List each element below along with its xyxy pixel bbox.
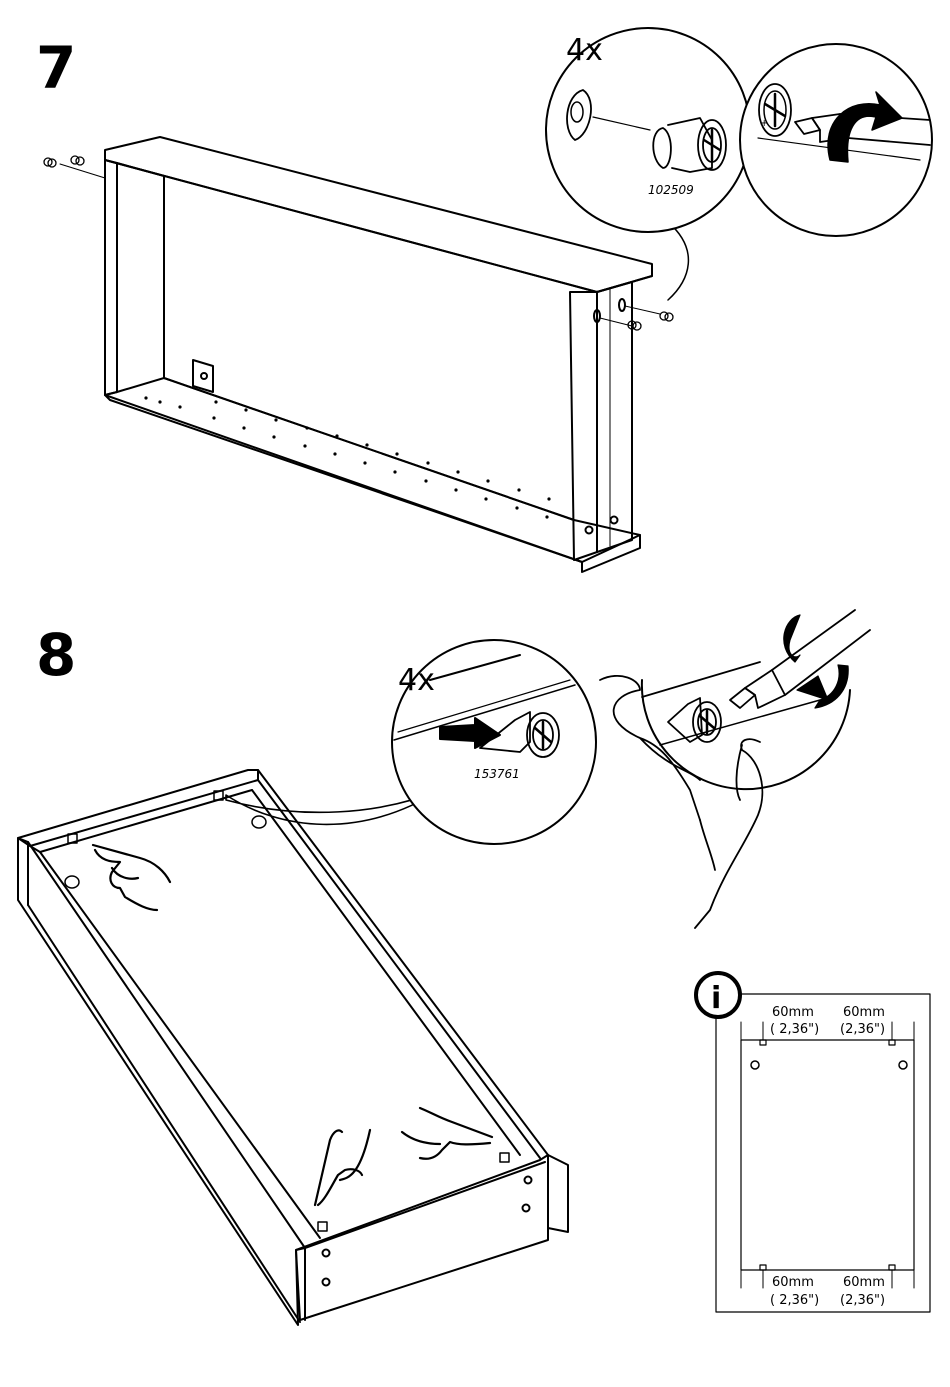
step-7-part-number: 102509 [648, 183, 694, 197]
step-7-detail-cam-lock: 4x 102509 [546, 28, 750, 232]
pointing-hand-icon [402, 1108, 492, 1159]
step-7-quantity: 4x [566, 33, 603, 68]
step-8-number: 8 [36, 621, 76, 689]
dim-top-left-mm: 60mm [772, 1005, 814, 1020]
screw-head [611, 517, 618, 524]
info-box: i 60mm ( 2,36") 60mm (2,36") [696, 973, 930, 1312]
screw-mark: + [760, 118, 768, 129]
angle-bracket [193, 360, 213, 392]
step-7: 7 [36, 28, 932, 572]
frame-short-side-top [18, 770, 258, 846]
info-icon-label: i [711, 981, 721, 1016]
step-8-detail-cam-lock: 4x 153761 [392, 640, 596, 844]
pointing-hand-icon [315, 1130, 370, 1205]
cam-locks-right [600, 222, 688, 330]
dim-bottom-left-in: ( 2,36") [770, 1293, 819, 1308]
cam-locks-left [44, 156, 105, 178]
frame-left-side [105, 160, 117, 395]
frame-long-side-left [18, 838, 305, 1325]
dim-top-right-in: (2,36") [840, 1022, 885, 1037]
bottom-board-holes [144, 396, 550, 518]
pointing-hand-icon [93, 845, 170, 910]
step-7-detail-tighten: + [740, 44, 932, 236]
step-7-number: 7 [36, 34, 76, 102]
frame-bottom-board [105, 378, 640, 572]
step-7-frame [105, 137, 652, 572]
dim-bottom-right-in: (2,36") [840, 1293, 885, 1308]
screw-head [586, 527, 593, 534]
panel-outline [741, 1040, 914, 1270]
dim-bottom-right-mm: 60mm [843, 1275, 885, 1290]
step-8-detail-tighten [642, 610, 870, 789]
dim-bottom-left-mm: 60mm [772, 1275, 814, 1290]
dim-top-right-mm: 60mm [843, 1005, 885, 1020]
dim-top-left-in: ( 2,36") [770, 1022, 819, 1037]
step-8: 8 [18, 610, 870, 1325]
step-8-part-number: 153761 [474, 767, 520, 781]
step-8-frame [18, 770, 568, 1325]
